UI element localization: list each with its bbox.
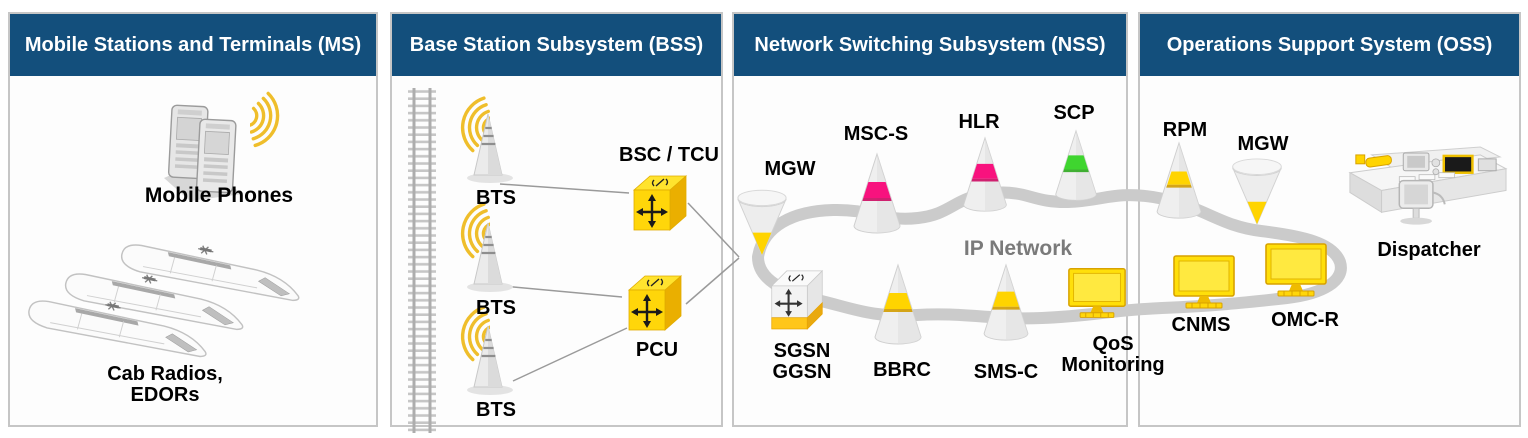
sgsn-line1: SGSN <box>773 340 831 362</box>
rpm-label: RPM <box>1162 119 1208 141</box>
pcu-label: PCU <box>635 339 679 361</box>
railway-track-icon <box>407 88 437 433</box>
cab-radios-label: Cab Radios, EDORs <box>107 364 223 406</box>
cone-icon <box>1156 141 1202 219</box>
panel-oss-title: Operations Support System (OSS) <box>1166 33 1493 56</box>
panel-ms-title: Mobile Stations and Terminals (MS) <box>24 33 362 56</box>
bts-tower-icon <box>467 222 513 292</box>
panel-bss-title: Base Station Subsystem (BSS) <box>409 33 704 56</box>
bts-tower-icon <box>467 325 513 395</box>
cnms-label: CNMS <box>1171 314 1231 336</box>
scp-label: SCP <box>1053 102 1095 124</box>
router-cube-icon <box>632 175 688 231</box>
qos-line2: Monitoring <box>1061 354 1165 376</box>
trains-icon <box>25 228 306 363</box>
cone-icon <box>963 136 1007 212</box>
bts-tower-icon <box>467 113 513 183</box>
panel-oss-header: Operations Support System (OSS) <box>1140 14 1519 76</box>
monitor-icon <box>1068 267 1126 318</box>
panel-operations-support: Operations Support System (OSS) RPM MGW <box>1138 12 1521 427</box>
sgsn-line2: GGSN <box>772 361 832 383</box>
panel-bss-header: Base Station Subsystem (BSS) <box>392 14 721 76</box>
bts3-label: BTS <box>476 399 516 421</box>
mobile-phones-icon <box>164 104 242 201</box>
panel-mobile-stations: Mobile Stations and Terminals (MS) <box>8 12 378 427</box>
dispatcher-desk-icon <box>1348 146 1508 225</box>
cone-icon <box>983 263 1029 341</box>
hlr-label: HLR <box>958 111 1000 133</box>
cone-icon <box>874 263 922 345</box>
bts2-label: BTS <box>476 297 516 319</box>
qos-line1: QoS <box>1092 333 1134 355</box>
mgw-label: MGW <box>764 158 816 180</box>
bbrc-label: BBRC <box>873 359 931 381</box>
panel-ms-header: Mobile Stations and Terminals (MS) <box>10 14 376 76</box>
cone-icon <box>1055 129 1097 201</box>
mgw-oss-label: MGW <box>1237 133 1289 155</box>
mobile-phones-label: Mobile Phones <box>144 184 294 207</box>
sms-c-label: SMS-C <box>973 361 1039 383</box>
monitor-icon <box>1173 255 1235 309</box>
router-cube-icon <box>770 270 824 330</box>
panel-nss-title: Network Switching Subsystem (NSS) <box>754 33 1106 56</box>
signal-arcs-icon <box>250 91 280 148</box>
msc-s-label: MSC-S <box>843 123 909 145</box>
panel-base-station: Base Station Subsystem (BSS) <box>390 12 723 433</box>
sgsn-ggsn-label: SGSN GGSN <box>773 341 832 383</box>
monitor-icon <box>1265 243 1327 297</box>
cone-icon <box>853 152 901 234</box>
router-cube-icon <box>627 275 683 331</box>
omc-r-label: OMC-R <box>1271 309 1339 331</box>
qos-monitoring-label: QoS Monitoring <box>1061 334 1164 376</box>
panel-network-switching: Network Switching Subsystem (NSS) MGW MS… <box>732 12 1165 427</box>
cab-radios-line1: Cab Radios, <box>107 363 223 385</box>
cab-radios-line2: EDORs <box>130 384 200 406</box>
panel-nss-header: Network Switching Subsystem (NSS) <box>734 14 1126 76</box>
dispatcher-label: Dispatcher <box>1377 239 1481 261</box>
ip-network-label: IP Network <box>963 237 1073 260</box>
bts1-label: BTS <box>476 187 516 209</box>
funnel-icon <box>1232 158 1282 226</box>
funnel-icon <box>737 189 787 257</box>
bsc-tcu-label: BSC / TCU <box>619 144 719 166</box>
